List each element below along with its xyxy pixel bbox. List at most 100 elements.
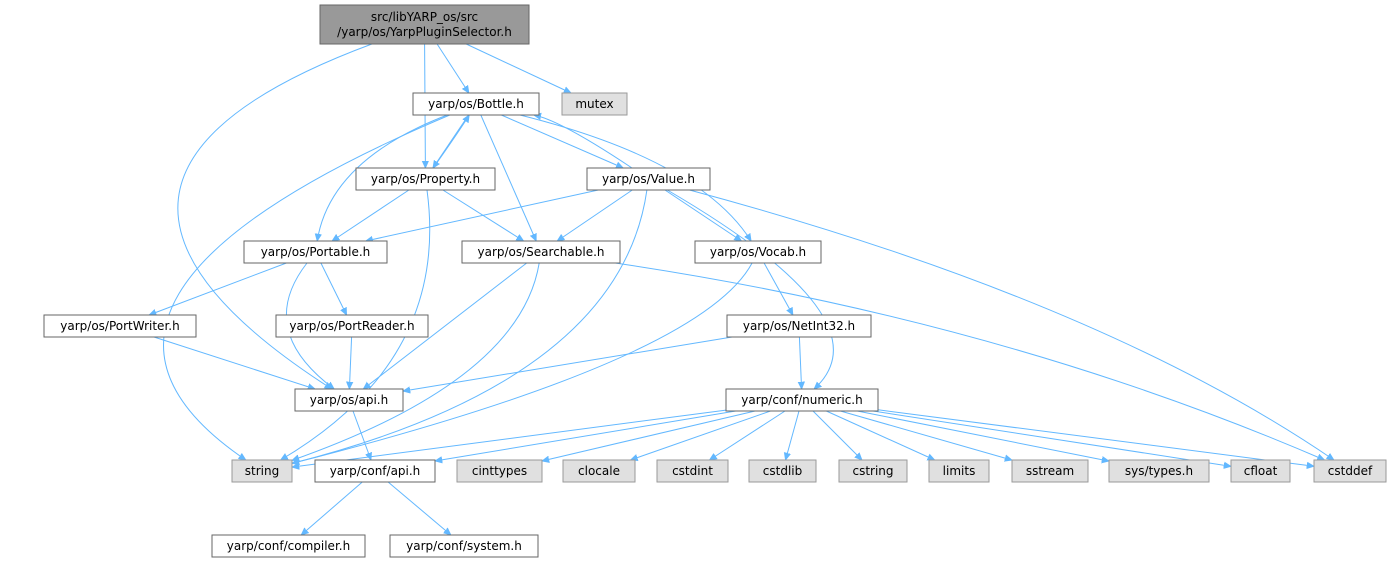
node-label-portwriter: yarp/os/PortWriter.h bbox=[60, 319, 179, 333]
node-compiler[interactable]: yarp/conf/compiler.h bbox=[211, 534, 366, 558]
node-label-value: yarp/os/Value.h bbox=[602, 172, 695, 186]
node-box-portable bbox=[243, 240, 388, 264]
node-box-string bbox=[231, 459, 293, 483]
edge-value-to-string bbox=[292, 189, 648, 463]
edge-root-to-bottle bbox=[436, 43, 469, 93]
node-confapi[interactable]: yarp/conf/api.h bbox=[314, 459, 436, 483]
node-portreader[interactable]: yarp/os/PortReader.h bbox=[275, 314, 429, 338]
node-label-string: string bbox=[245, 464, 279, 478]
node-box-cinttypes bbox=[456, 459, 543, 483]
node-systypes: sys/types.h bbox=[1108, 459, 1210, 483]
edge-property-to-bottle bbox=[432, 115, 469, 169]
edge-value-to-vocab bbox=[664, 189, 742, 241]
node-box-cstddef bbox=[1313, 459, 1387, 483]
edge-property-to-portable bbox=[332, 189, 410, 241]
node-box-cstring bbox=[838, 459, 908, 483]
edge-portable-to-portreader bbox=[320, 262, 348, 315]
node-root[interactable]: src/libYARP_os/src/yarp/os/YarpPluginSel… bbox=[319, 4, 530, 45]
edge-root-to-osapi bbox=[177, 43, 373, 389]
node-box-osapi bbox=[294, 388, 404, 412]
edge-numeric-to-string bbox=[292, 409, 727, 467]
node-mutex: mutex bbox=[561, 92, 628, 116]
edge-property-to-string bbox=[281, 189, 431, 460]
node-box-compiler bbox=[211, 534, 366, 558]
node-box-cstdlib bbox=[748, 459, 817, 483]
edge-searchable-to-string bbox=[292, 262, 540, 460]
node-system[interactable]: yarp/conf/system.h bbox=[389, 534, 539, 558]
node-portwriter[interactable]: yarp/os/PortWriter.h bbox=[43, 314, 197, 338]
node-osapi[interactable]: yarp/os/api.h bbox=[294, 388, 404, 412]
node-label-portable: yarp/os/Portable.h bbox=[261, 245, 371, 259]
edge-vocab-to-string bbox=[292, 262, 753, 463]
node-label-searchable: yarp/os/Searchable.h bbox=[477, 245, 604, 259]
node-cfloat: cfloat bbox=[1230, 459, 1291, 483]
node-label-cstdint: cstdint bbox=[672, 464, 713, 478]
node-box-portwriter bbox=[43, 314, 197, 338]
edge-value-to-bottle bbox=[534, 115, 633, 169]
node-box-vocab bbox=[694, 240, 822, 264]
node-value[interactable]: yarp/os/Value.h bbox=[586, 167, 711, 191]
edge-value-to-searchable bbox=[557, 189, 633, 241]
edge-numeric-to-systypes bbox=[857, 410, 1109, 461]
node-limits: limits bbox=[928, 459, 990, 483]
node-label-sstream: sstream bbox=[1026, 464, 1074, 478]
node-label-root-1: /yarp/os/YarpPluginSelector.h bbox=[337, 25, 512, 39]
node-string: string bbox=[231, 459, 293, 483]
edge-confapi-to-system bbox=[387, 481, 451, 535]
node-label-property: yarp/os/Property.h bbox=[371, 172, 480, 186]
node-vocab[interactable]: yarp/os/Vocab.h bbox=[694, 240, 822, 264]
node-label-mutex: mutex bbox=[575, 97, 613, 111]
node-numeric[interactable]: yarp/conf/numeric.h bbox=[725, 388, 879, 412]
edge-value-to-numeric bbox=[667, 189, 834, 389]
node-label-clocale: clocale bbox=[578, 464, 620, 478]
edge-numeric-to-cstdlib bbox=[786, 410, 800, 460]
edge-bottle-to-string bbox=[163, 114, 450, 460]
edge-numeric-to-sstream bbox=[840, 410, 1012, 460]
edge-vocab-to-netint32 bbox=[763, 262, 793, 315]
node-portable[interactable]: yarp/os/Portable.h bbox=[243, 240, 388, 264]
node-box-portreader bbox=[275, 314, 429, 338]
edge-numeric-to-cstdint bbox=[710, 410, 786, 460]
node-label-limits: limits bbox=[943, 464, 976, 478]
node-label-numeric: yarp/conf/numeric.h bbox=[741, 393, 862, 407]
node-box-clocale bbox=[562, 459, 636, 483]
node-cstdlib: cstdlib bbox=[748, 459, 817, 483]
node-label-cfloat: cfloat bbox=[1244, 464, 1278, 478]
edge-netint32-to-osapi bbox=[403, 336, 733, 391]
edge-confapi-to-compiler bbox=[301, 481, 363, 535]
edge-bottle-to-value bbox=[501, 114, 623, 168]
node-label-osapi: yarp/os/api.h bbox=[310, 393, 388, 407]
node-label-compiler: yarp/conf/compiler.h bbox=[227, 539, 350, 553]
node-bottle[interactable]: yarp/os/Bottle.h bbox=[412, 92, 540, 116]
edge-portable-to-portwriter bbox=[149, 262, 287, 315]
node-label-cstdlib: cstdlib bbox=[763, 464, 802, 478]
edge-portreader-to-osapi bbox=[349, 336, 351, 389]
node-netint32[interactable]: yarp/os/NetInt32.h bbox=[726, 314, 872, 338]
node-label-cstring: cstring bbox=[852, 464, 893, 478]
node-cstdint: cstdint bbox=[656, 459, 729, 483]
node-searchable[interactable]: yarp/os/Searchable.h bbox=[461, 240, 621, 264]
edge-searchable-to-osapi bbox=[363, 262, 528, 389]
node-label-portreader: yarp/os/PortReader.h bbox=[289, 319, 414, 333]
node-label-cstddef: cstddef bbox=[1328, 464, 1373, 478]
node-box-mutex bbox=[561, 92, 628, 116]
node-box-netint32 bbox=[726, 314, 872, 338]
node-cstddef: cstddef bbox=[1313, 459, 1387, 483]
node-box-cfloat bbox=[1230, 459, 1291, 483]
node-label-cinttypes: cinttypes bbox=[472, 464, 527, 478]
node-box-limits bbox=[928, 459, 990, 483]
nodes-layer: src/libYARP_os/src/yarp/os/YarpPluginSel… bbox=[43, 4, 1387, 558]
node-box-root bbox=[319, 4, 530, 45]
edge-root-to-mutex bbox=[465, 43, 571, 94]
node-box-numeric bbox=[725, 388, 879, 412]
node-box-property bbox=[355, 167, 496, 191]
node-box-sstream bbox=[1011, 459, 1089, 483]
node-label-root-0: src/libYARP_os/src bbox=[371, 10, 478, 24]
node-box-cstdint bbox=[656, 459, 729, 483]
node-cstring: cstring bbox=[838, 459, 908, 483]
node-property[interactable]: yarp/os/Property.h bbox=[355, 167, 496, 191]
edges-layer bbox=[149, 43, 1334, 535]
edge-numeric-to-confapi bbox=[435, 410, 736, 461]
node-box-confapi bbox=[314, 459, 436, 483]
